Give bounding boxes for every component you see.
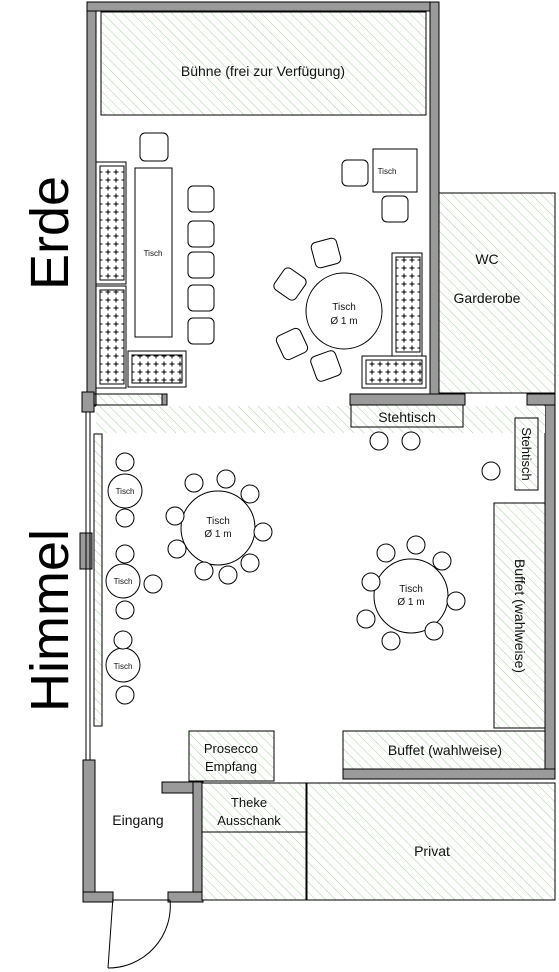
left-table-1: Tisch xyxy=(107,452,143,528)
svg-text:Tisch: Tisch xyxy=(114,577,133,586)
wall-divider-right xyxy=(349,393,466,406)
svg-text:Ø 1 m: Ø 1 m xyxy=(330,316,357,327)
svg-text:Tisch: Tisch xyxy=(378,167,397,176)
svg-text:Privat: Privat xyxy=(414,843,450,859)
stehtisch-stools xyxy=(369,431,501,481)
svg-text:Ausschank: Ausschank xyxy=(217,813,281,828)
wall-upper-left xyxy=(86,1,97,407)
wall-upper-right xyxy=(429,1,440,395)
theke-lower xyxy=(201,831,307,901)
svg-text:Ø 1 m: Ø 1 m xyxy=(397,597,424,608)
round-table-upper: Tisch Ø 1 m xyxy=(273,237,383,382)
svg-text:Buffet (wahlweise): Buffet (wahlweise) xyxy=(388,742,502,758)
buffet-vertical: Buffet (wahlweise) xyxy=(493,502,546,729)
stehtisch-vertical: Stehtisch xyxy=(514,417,539,491)
svg-text:Theke: Theke xyxy=(231,795,267,810)
stehtisch-horizontal: Stehtisch xyxy=(350,404,464,428)
svg-text:Tisch: Tisch xyxy=(332,302,356,313)
wall-upper-top xyxy=(86,1,440,12)
svg-text:Prosecco: Prosecco xyxy=(204,741,258,756)
svg-text:Tisch: Tisch xyxy=(206,516,230,527)
svg-text:Garderobe: Garderobe xyxy=(454,290,521,306)
svg-text:Ø 1 m: Ø 1 m xyxy=(204,529,231,540)
svg-text:Stehtisch: Stehtisch xyxy=(519,427,534,480)
stage: Bühne (frei zur Verfügung) xyxy=(100,11,427,116)
svg-text:Tisch: Tisch xyxy=(114,662,133,671)
svg-text:Empfang: Empfang xyxy=(205,759,257,774)
side-label-erde: Erde xyxy=(20,176,80,290)
left-table-2: Tisch xyxy=(105,544,163,620)
svg-text:Tisch: Tisch xyxy=(116,487,135,496)
svg-text:Buffet (wahlweise): Buffet (wahlweise) xyxy=(512,559,528,673)
upper-strip-left xyxy=(95,393,163,406)
sofa-bottom-left xyxy=(127,350,187,388)
lower-strip-top xyxy=(96,406,545,433)
wall-post-top xyxy=(81,391,95,413)
svg-text:Stehtisch: Stehtisch xyxy=(378,409,436,425)
wall-entry-bottom-left xyxy=(82,891,114,903)
small-table-top: Tisch xyxy=(341,148,418,223)
window-left xyxy=(85,412,91,760)
chairs-long-table xyxy=(139,132,215,345)
sofa-right-column xyxy=(361,252,427,389)
svg-text:Erde: Erde xyxy=(20,176,80,290)
privat: Privat xyxy=(306,782,556,901)
wall-corner-right xyxy=(526,393,556,406)
sofa-left-column xyxy=(95,161,127,389)
left-table-3: Tisch xyxy=(105,630,141,705)
buffet-horizontal: Buffet (wahlweise) xyxy=(342,730,546,770)
svg-text:WC: WC xyxy=(475,251,498,267)
left-window-strip xyxy=(93,433,103,727)
wall-bottom-right xyxy=(342,768,556,780)
wc-garderobe: WC Garderobe xyxy=(438,192,556,394)
svg-text:Bühne (frei zur Verfügung): Bühne (frei zur Verfügung) xyxy=(181,63,345,79)
svg-text:Himmel: Himmel xyxy=(20,529,80,712)
entrance-door xyxy=(107,896,171,969)
svg-text:Tisch: Tisch xyxy=(399,584,423,595)
wall-lower-right xyxy=(544,393,556,780)
svg-text:Tisch: Tisch xyxy=(144,249,163,258)
eingang: Eingang xyxy=(112,812,163,828)
wall-entry-left xyxy=(82,759,96,903)
svg-text:Eingang: Eingang xyxy=(112,812,163,828)
wall-entry-bottom-right xyxy=(167,891,204,903)
round-table-middle: Tisch Ø 1 m xyxy=(165,469,273,585)
long-table: Tisch xyxy=(134,167,173,338)
round-table-right: Tisch Ø 1 m xyxy=(356,535,466,651)
prosecco-empfang: Prosecco Empfang xyxy=(188,730,275,782)
side-label-himmel: Himmel xyxy=(20,529,80,712)
theke-ausschank: Theke Ausschank xyxy=(201,782,307,833)
